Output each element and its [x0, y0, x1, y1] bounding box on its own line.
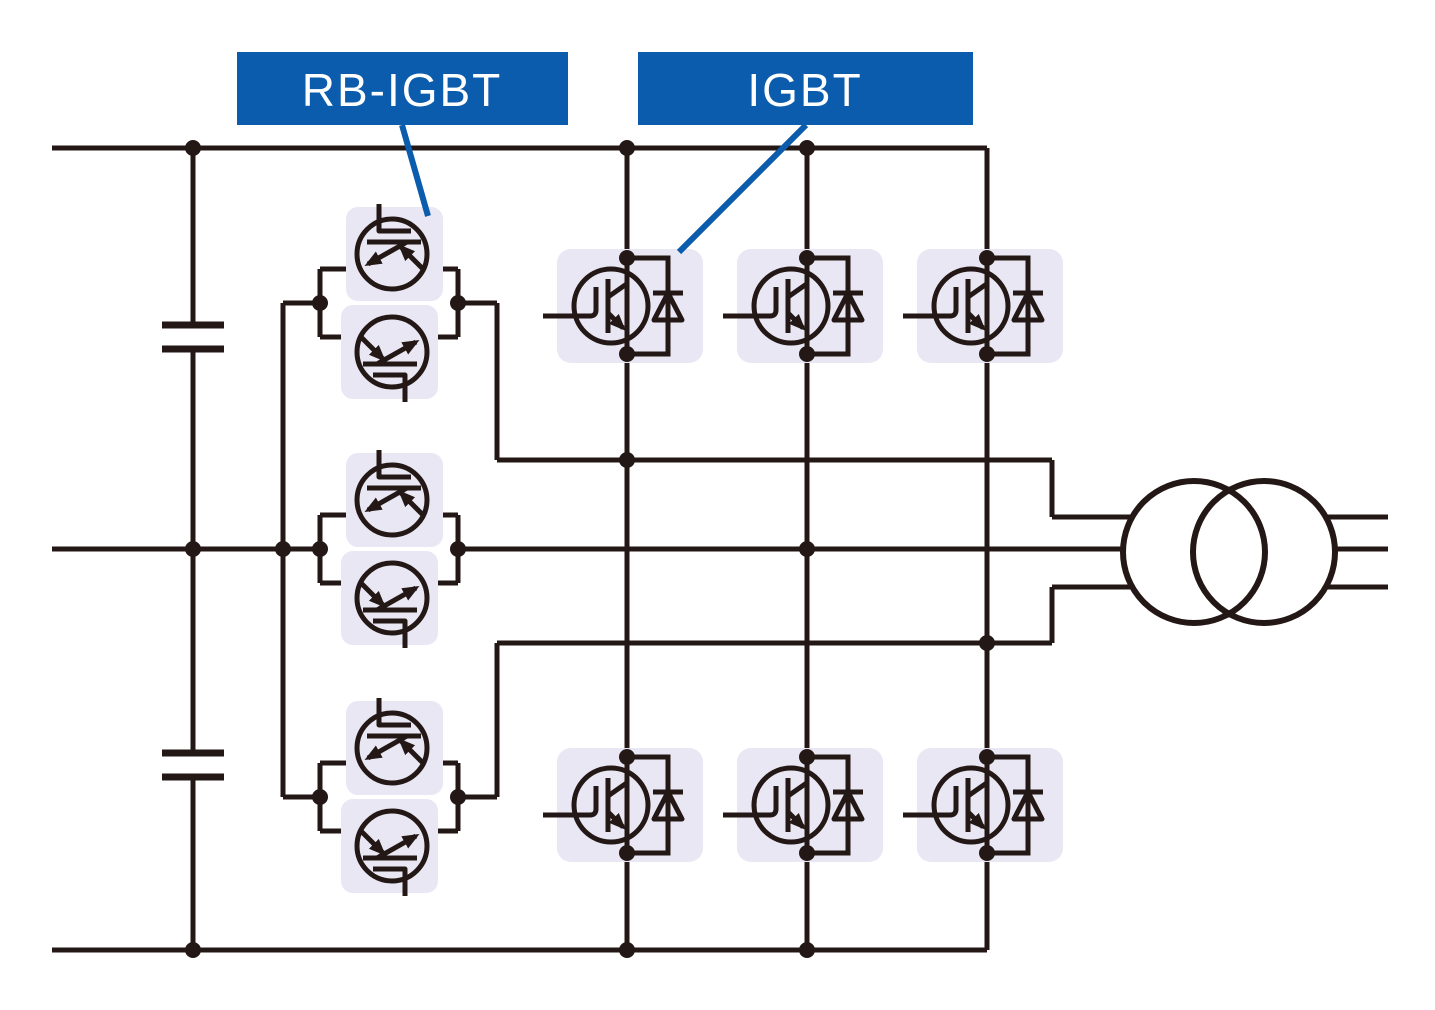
callout-leader-rb-igbt [399, 124, 431, 217]
igbt-cell-bottom-3 [903, 748, 1063, 862]
junction-dot [312, 789, 328, 805]
igbt-cell-bottom-2 [723, 748, 883, 862]
capacitor-icon-bottom [162, 749, 224, 781]
junction-dot [619, 140, 635, 156]
rb-igbt-middle-pair-upper [346, 450, 443, 547]
junction-dot [799, 942, 815, 958]
capacitor-icon-top [162, 321, 224, 353]
rb-igbt-middle-pair-lower [341, 551, 438, 648]
callout-leader-igbt [676, 122, 809, 255]
junction-dot [450, 789, 466, 805]
junction-dot [185, 140, 201, 156]
transformer-icon [1120, 478, 1338, 626]
callout-rb-igbt: RB-IGBT [237, 52, 568, 217]
wiring-layer [52, 145, 1388, 953]
junction-dot [450, 295, 466, 311]
transformer-output-lines [1326, 514, 1388, 590]
callout-label-rb-igbt: RB-IGBT [302, 64, 503, 116]
igbt-cell-top-3 [903, 249, 1063, 363]
igbt-cell-top-2 [723, 249, 883, 363]
phase-line-a [458, 300, 1134, 520]
callout-igbt: IGBT [638, 52, 973, 255]
junction-dot [979, 635, 995, 651]
transformer-winding-primary [1120, 478, 1268, 626]
junction-dot [185, 541, 201, 557]
junction-dot [619, 942, 635, 958]
rb-igbt-bottom-pair-lower [341, 799, 438, 896]
junction-dot [275, 541, 291, 557]
junction-dot [450, 541, 466, 557]
igbt-cell-top-1 [543, 249, 703, 363]
junction-dot [799, 541, 815, 557]
rb-igbt-bottom-pair-upper [346, 698, 443, 795]
junction-dot [619, 452, 635, 468]
junction-dot [799, 140, 815, 156]
transformer-winding-secondary [1190, 478, 1338, 626]
phase-line-c [458, 584, 1134, 800]
junction-dot [312, 541, 328, 557]
rb-igbt-top-pair-upper [346, 204, 443, 301]
junction-dot [185, 942, 201, 958]
callout-box-rb-igbt [237, 52, 568, 125]
junction-dot [312, 295, 328, 311]
callout-label-igbt: IGBT [747, 64, 862, 116]
callout-box-igbt [638, 52, 973, 125]
rb-igbt-top-pair-lower [341, 305, 438, 402]
igbt-cell-bottom-1 [543, 748, 703, 862]
junction-dots [185, 140, 995, 958]
